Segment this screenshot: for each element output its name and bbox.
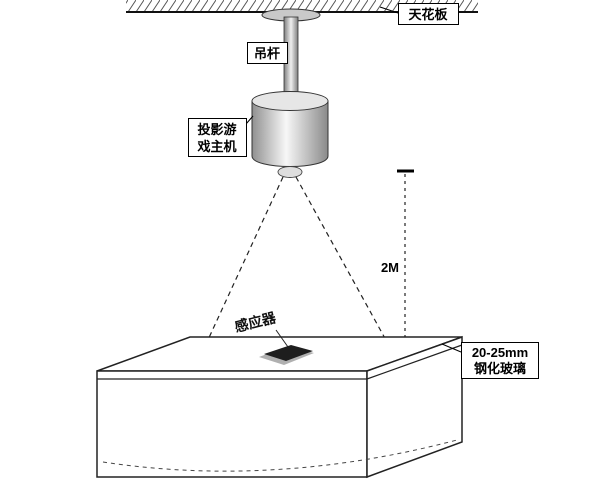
projector-label: 投影游 戏主机 [188,115,254,157]
ceiling-label-leader [379,6,399,14]
sensor-shape [264,345,313,361]
projector-label-box [188,118,247,157]
table-right-face [366,335,463,479]
rod-label: 吊杆 [247,42,288,64]
projector-lens [277,166,303,178]
ceiling-label-text: 天花板 [408,7,448,22]
ceiling-label-box [398,3,459,25]
glass-label-leader [441,343,462,353]
glass-edge-right [366,344,463,380]
dimension-value: 2M [381,260,399,275]
ceiling-label: 天花板 [379,3,459,25]
projector-label-line2: 戏主机 [196,139,236,154]
projection-cone-left [200,176,284,356]
projector-body [251,100,329,167]
projector [251,91,329,178]
glass-label-box [461,342,539,379]
table-front-face [96,370,368,478]
sensor-label-leader [275,329,289,348]
glass-label: 20-25mm 钢化玻璃 [441,342,539,379]
ceiling-hatch [126,0,478,12]
height-dimension: 2M [381,169,414,341]
projector-label-leader [245,115,254,125]
projection-cone-right [295,176,388,343]
projector-label-line1: 投影游 [197,122,236,137]
glass-label-line2: 钢化玻璃 [474,361,526,376]
glass-label-line1: 20-25mm [472,345,528,360]
projector-top [251,91,329,111]
rod-label-box [247,42,288,64]
sensor [259,345,314,365]
sensor-label-text: 感应器 [233,309,279,335]
rod-label-text: 吊杆 [254,46,280,61]
